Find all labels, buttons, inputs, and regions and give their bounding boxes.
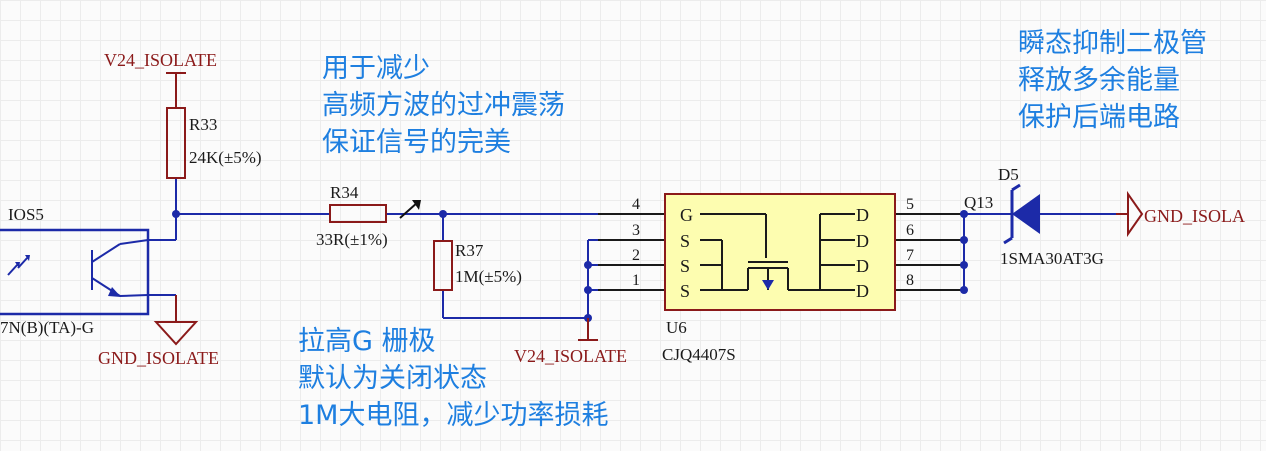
d5-part: 1SMA30AT3G [1000,249,1104,268]
r33-body [166,107,186,179]
u6-pin-num: 8 [906,272,914,289]
net-label-gnd-left: GND_ISOLATE [98,348,219,368]
r34-ref: R34 [330,183,359,202]
pin-stubs [598,213,964,291]
u6-internal-symbol [700,213,855,291]
r34-value: 33R(±1%) [316,230,388,249]
r33-value: 24K(±5%) [189,148,262,167]
u6-diode-arrow-icon [762,280,774,290]
ios5-part: 7N(B)(TA)-G [0,318,94,337]
r34-body [329,204,387,223]
r33-ref: R33 [189,115,217,134]
note-line: 拉高G 栅极 [298,326,436,357]
note-line: 保证信号的完美 [322,127,511,158]
r37-body [433,240,453,291]
d5-ref: D5 [998,165,1019,184]
net-label-v24-bottom: V24_ISOLATE [514,346,627,366]
u6-pin-num: 4 [632,196,640,213]
net-label-v24-top: V24_ISOLATE [104,50,217,70]
u6-pin-num: 6 [906,222,914,239]
u6-pin-num: 2 [632,247,640,264]
note-line: 高频方波的过冲震荡 [322,90,565,121]
u6-right-pins: 5 6 7 8 D D D D [856,196,914,301]
u6-pin-num: 1 [632,272,640,289]
led-arrows-icon [7,256,29,276]
u6-pin-num: 7 [906,247,914,264]
note-line: 默认为关闭状态 [298,363,487,394]
note-line: 瞬态抑制二极管 [1018,28,1207,59]
tvs-diode-d5 [1003,183,1040,245]
u6-pin-name: S [680,256,690,276]
r37-ref: R37 [455,241,484,260]
u6-pin-name: D [856,231,869,251]
u6-left-pins: 4 3 2 1 G S S S [632,196,693,301]
junction-dots [172,210,968,322]
u6-part: CJQ4407S [662,345,736,364]
note-tvs: 瞬态抑制二极管 释放多余能量 保护后端电路 [1018,25,1207,136]
note-line: 用于减少 [322,53,430,84]
optocoupler-ios5 [0,228,150,316]
note-line: 释放多余能量 [1018,65,1180,96]
u6-pin-name: S [680,281,690,301]
probe-marker [399,200,421,219]
net-label-gnd-right: GND_ISOLA [1144,206,1245,226]
u6-pin-name: G [680,205,693,225]
note-line: 保护后端电路 [1018,102,1180,133]
v24-top-symbol [166,72,186,108]
r37-value: 1M(±5%) [455,267,522,286]
note-line: 1M大电阻，减少功率损耗 [298,400,609,431]
gnd-right-symbol [1116,190,1144,238]
u6-pin-name: D [856,256,869,276]
u6-pin-num: 5 [906,196,914,213]
gnd-left-symbol [153,295,199,346]
v24-bottom-symbol [578,318,598,341]
u6-pin-name: S [680,231,690,251]
u6-pin-name: D [856,205,869,225]
u6-pin-name: D [856,281,869,301]
note-overshoot: 用于减少 高频方波的过冲震荡 保证信号的完美 [322,50,565,161]
u6-ref: U6 [666,318,687,337]
note-pullup: 拉高G 栅极 默认为关闭状态 1M大电阻，减少功率损耗 [298,323,608,434]
phototransistor-icon [91,239,149,297]
u6-pin-num: 3 [632,222,640,239]
q13-label: Q13 [964,193,993,212]
ios5-ref: IOS5 [8,205,44,224]
